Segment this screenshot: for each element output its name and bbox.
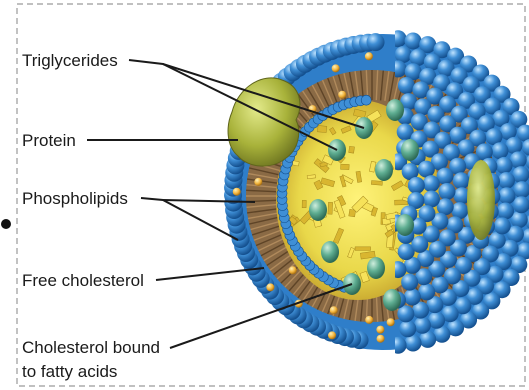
free-cholesterol-bead: [289, 266, 297, 274]
free-cholesterol-bead: [332, 64, 340, 72]
cholesteryl-ester-blob: [401, 139, 419, 161]
phospholipid-head: [399, 320, 416, 337]
label-cholesterol-bound-line1: Cholesterol bound: [22, 338, 160, 357]
phospholipid-head: [414, 317, 431, 334]
free-cholesterol-bead: [328, 331, 336, 339]
cholesteryl-ester-blob: [386, 99, 404, 121]
marker-dot: [1, 219, 11, 229]
triglyceride-crystal: [349, 146, 355, 153]
label-triglycerides: Triglycerides: [22, 51, 118, 70]
phospholipid-head: [404, 288, 421, 305]
triglyceride-crystal: [371, 180, 382, 185]
free-cholesterol-bead: [266, 283, 274, 291]
label-cholesterol-bound-line2: to fatty acids: [22, 362, 117, 381]
phospholipid-head: [498, 187, 515, 204]
triglyceride-crystal: [292, 161, 299, 166]
phospholipid-head: [408, 177, 425, 194]
phospholipid-head: [398, 77, 415, 94]
phospholipid-head: [438, 183, 455, 200]
cholesteryl-ester-blob: [396, 214, 414, 236]
phospholipid-head: [494, 217, 511, 234]
inner-phospholipid-head: [361, 95, 371, 105]
cholesteryl-ester-blob: [309, 199, 327, 221]
triglyceride-crystal: [341, 164, 350, 170]
phospholipid-head: [497, 202, 514, 219]
cholesteryl-ester-blob: [375, 159, 393, 181]
cholesteryl-ester-blob: [367, 257, 385, 279]
triglyceride-crystal: [317, 125, 326, 132]
phospholipid-head: [491, 142, 508, 159]
phospholipid-head: [367, 33, 385, 51]
triglyceride-crystal: [302, 200, 306, 207]
surface-protein-right: [467, 160, 495, 240]
phospholipid-head: [498, 172, 515, 189]
leader-phospholipids-a: [141, 198, 238, 240]
phospholipid-head: [395, 46, 412, 63]
phospholipid-head: [401, 274, 418, 291]
phospholipid-head: [423, 191, 440, 208]
cholesteryl-ester-blob: [321, 241, 339, 263]
free-cholesterol-bead: [338, 91, 346, 99]
free-cholesterol-bead: [376, 326, 384, 334]
phospholipid-head: [405, 32, 422, 49]
surface-protein-left: [228, 78, 300, 166]
phospholipid-head: [418, 161, 435, 178]
phospholipid-head: [453, 172, 470, 189]
cholesteryl-ester-blob: [383, 289, 401, 311]
phospholipid-head: [423, 175, 440, 192]
label-phospholipids: Phospholipids: [22, 189, 128, 208]
label-protein: Protein: [22, 131, 76, 150]
free-cholesterol-bead: [387, 318, 395, 326]
triglyceride-crystal: [355, 247, 370, 251]
triglyceride-crystal: [307, 175, 315, 179]
phospholipid-head: [411, 236, 428, 253]
phospholipid-head: [429, 241, 446, 258]
free-cholesterol-bead: [377, 335, 385, 343]
triglyceride-crystal: [328, 202, 333, 214]
label-free-cholesterol: Free cholesterol: [22, 271, 144, 290]
free-cholesterol-bead: [365, 316, 373, 324]
phospholipid-head: [496, 157, 513, 174]
free-cholesterol-bead: [330, 306, 338, 314]
free-cholesterol-bead: [254, 178, 262, 186]
free-cholesterol-bead: [365, 52, 373, 60]
free-cholesterol-bead: [233, 188, 241, 196]
